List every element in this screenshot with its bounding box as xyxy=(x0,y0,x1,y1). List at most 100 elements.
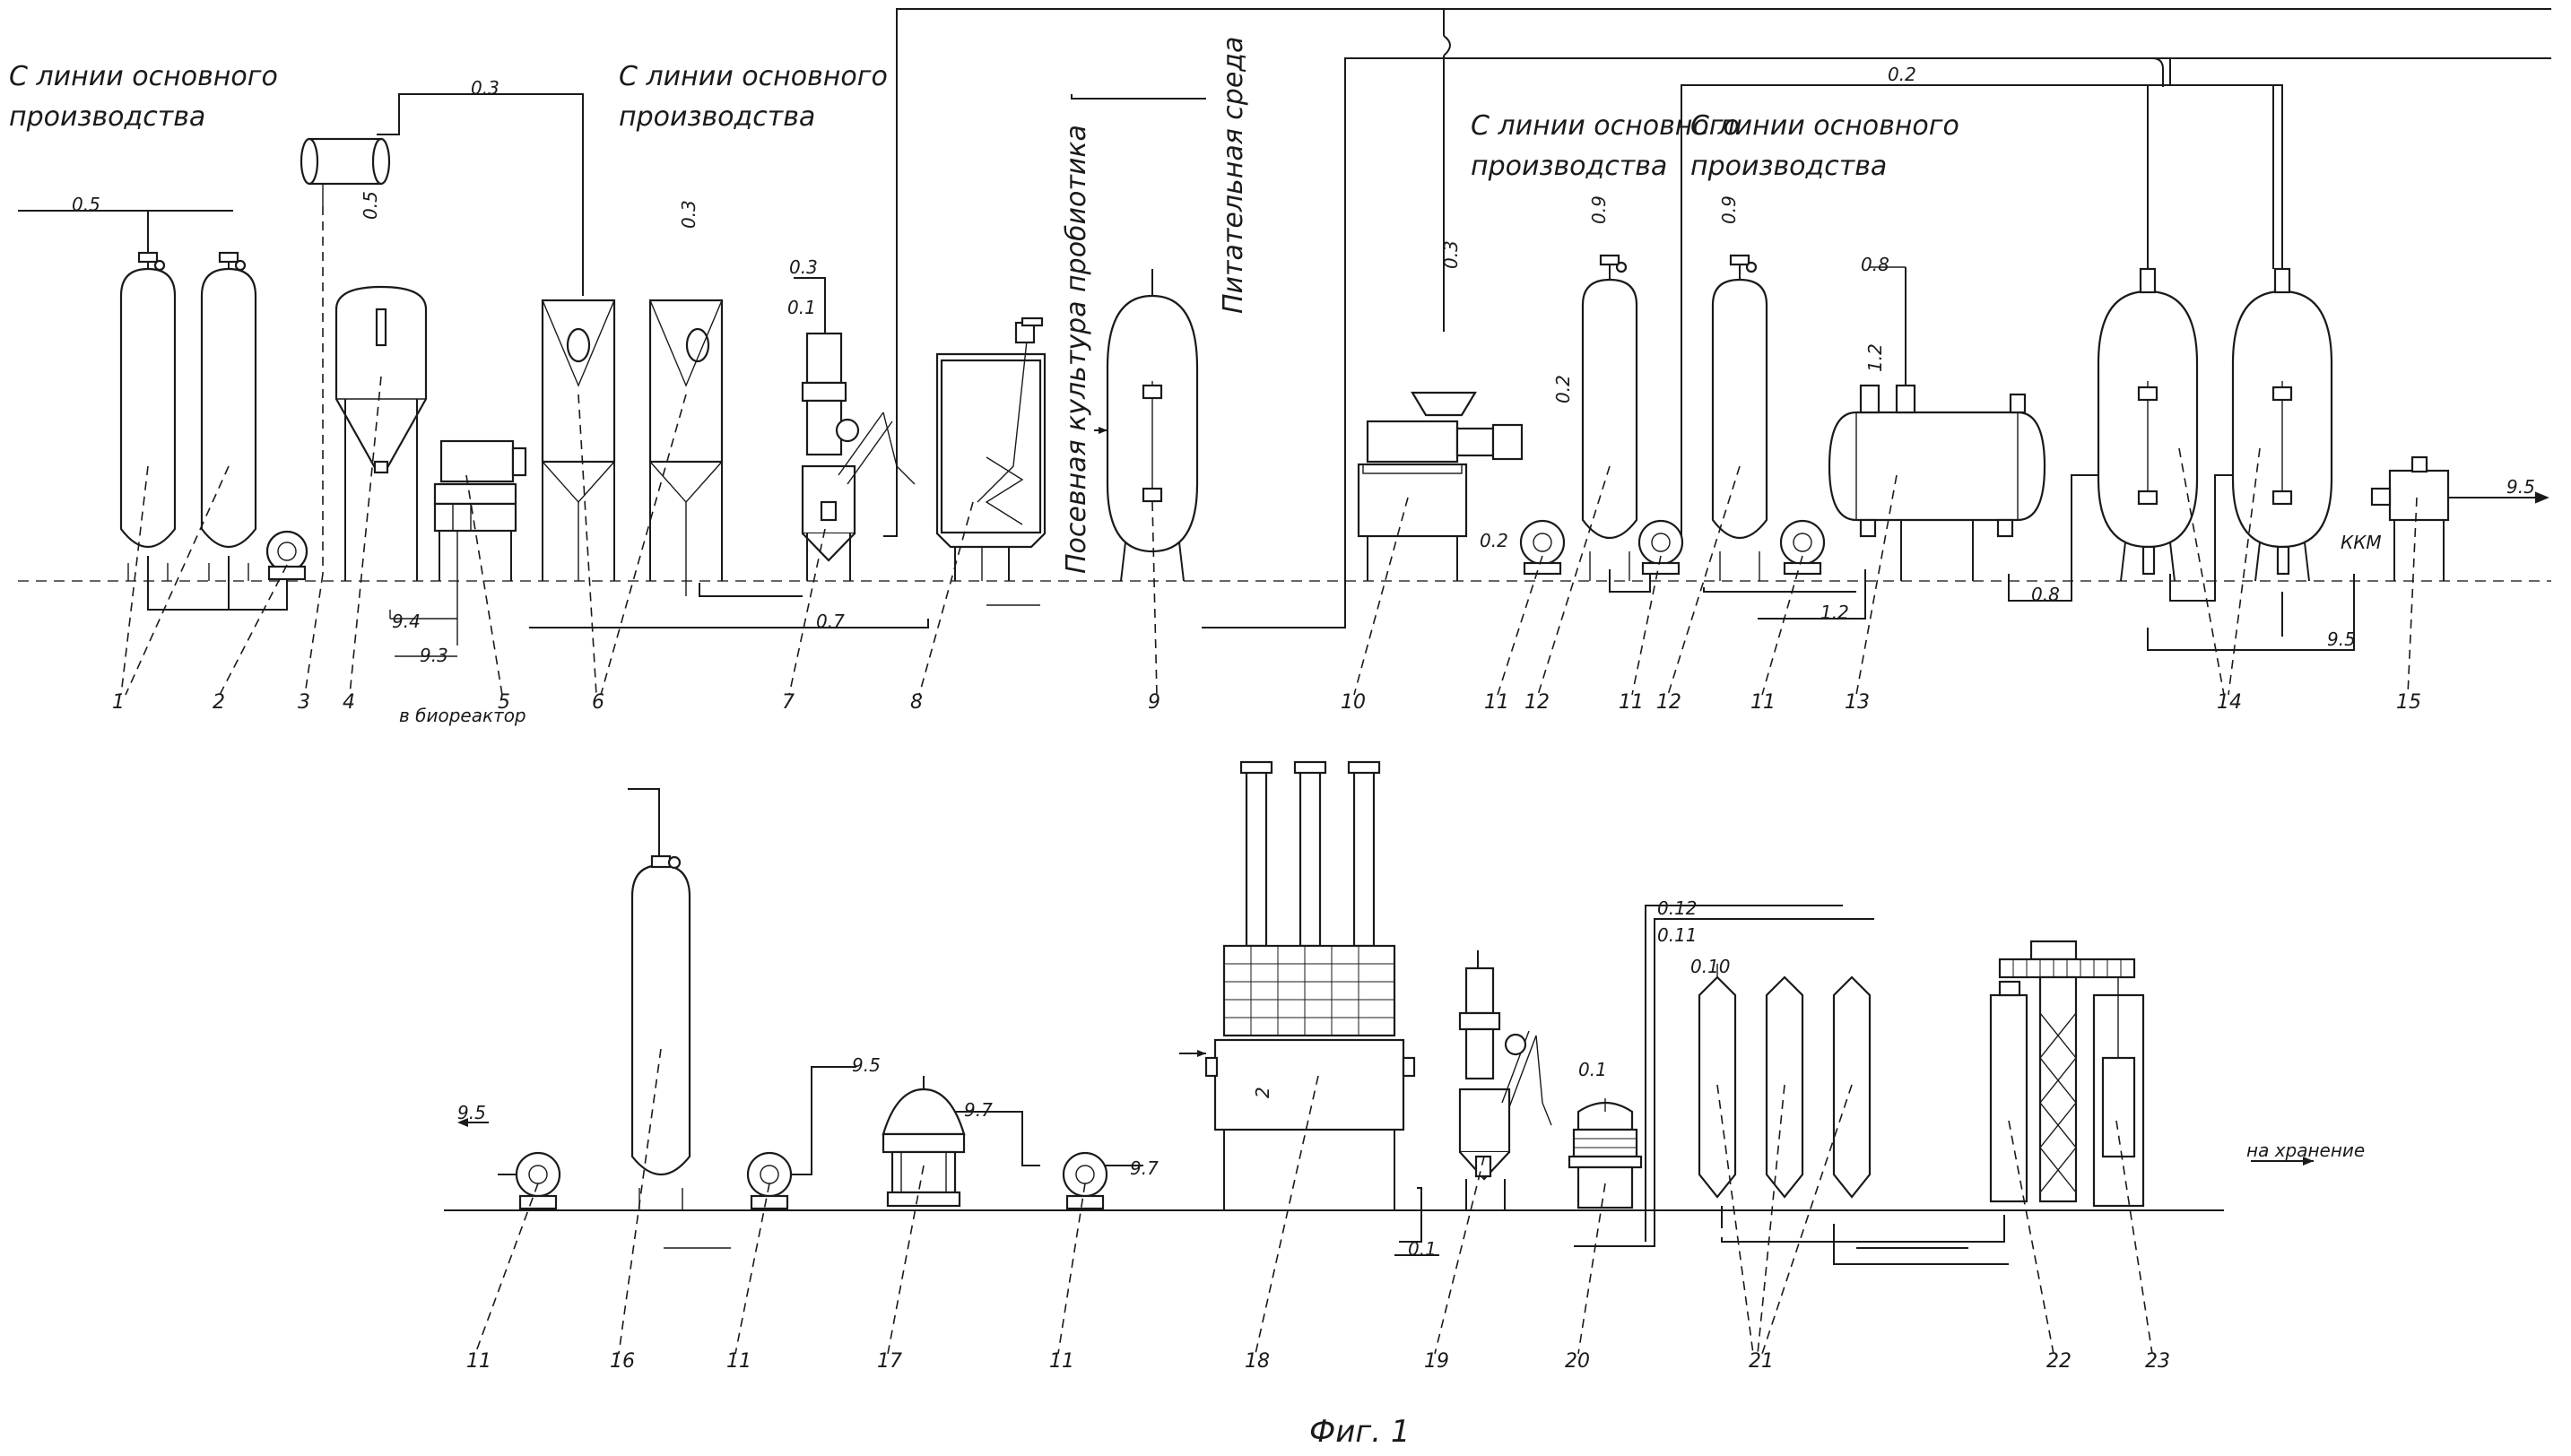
unit-18-dryer xyxy=(1179,760,1416,1210)
position-number: 13 xyxy=(1845,691,1870,714)
position-number: 1 xyxy=(112,691,125,714)
code-label: 0.9 xyxy=(1588,195,1610,224)
unit-6-dryers xyxy=(541,299,724,596)
position-numbers: 1 2 3 4 5 6 7 8 9 10 11 12 11 12 11 13 1… xyxy=(112,691,2421,1373)
pump-11d xyxy=(498,1151,561,1210)
code-label: 0.7 xyxy=(816,611,845,632)
code-label: 9.5 xyxy=(2506,476,2535,498)
unit-21-silos xyxy=(1698,964,1872,1199)
note-to-storage: на хранение xyxy=(2246,1140,2365,1161)
code-label: 1.2 xyxy=(1820,602,1849,623)
code-label: 0.5 xyxy=(72,194,100,215)
position-number: 16 xyxy=(610,1350,635,1373)
stack-3 xyxy=(1347,760,1381,948)
unit-10-granulator xyxy=(1357,391,1524,581)
code-label: 0.12 xyxy=(1657,897,1698,919)
code-label: 9.7 xyxy=(964,1099,993,1121)
pipe-network-top xyxy=(18,8,2551,651)
position-number: 12 xyxy=(1524,691,1550,714)
unit-5-mixer xyxy=(389,439,527,657)
tank-12b xyxy=(1711,254,1768,581)
tank-1b xyxy=(200,251,257,581)
code-label: 0.2 xyxy=(1480,530,1508,551)
pump-11a xyxy=(1519,519,1566,576)
code-label: 9.4 xyxy=(392,611,421,632)
code-label: 9.5 xyxy=(852,1054,881,1076)
unit-16-tank xyxy=(630,854,691,1210)
unit-17-centrifuge xyxy=(882,1076,966,1208)
position-number: 10 xyxy=(1341,691,1366,714)
note-seed-culture: Посевная культура пробиотика xyxy=(1061,125,1092,574)
note-kkm: ККМ xyxy=(2341,532,2382,553)
position-number: 6 xyxy=(592,691,604,714)
code-label: 0.3 xyxy=(678,200,699,229)
position-number: 12 xyxy=(1656,691,1681,714)
unit-2-blower xyxy=(265,530,308,581)
position-number: 14 xyxy=(2217,691,2242,714)
unit-8-mixing-tank xyxy=(935,316,1047,606)
code-label: 0.11 xyxy=(1657,924,1698,946)
code-label: 0.1 xyxy=(787,297,816,318)
pipe-network-bottom xyxy=(457,788,2314,1265)
code-label: 0.3 xyxy=(471,77,499,99)
note-main-line-2: С линии основного производства xyxy=(619,61,896,133)
position-number: 8 xyxy=(910,691,923,714)
position-number: 11 xyxy=(466,1350,491,1373)
figure-caption: Фиг. 1 xyxy=(1309,1414,1410,1450)
position-number: 21 xyxy=(1749,1350,1774,1373)
position-number: 15 xyxy=(2396,691,2421,714)
position-number: 19 xyxy=(1424,1350,1449,1373)
unit-14-reactors xyxy=(2097,267,2333,582)
dryer-6b xyxy=(648,299,724,596)
position-number: 5 xyxy=(498,691,510,714)
code-label: 0.8 xyxy=(1861,254,1889,275)
position-number: 17 xyxy=(877,1350,902,1373)
position-number: 18 xyxy=(1245,1350,1270,1373)
pump-11c xyxy=(1779,519,1826,576)
position-number: 3 xyxy=(298,691,310,714)
reactor-14b xyxy=(2231,267,2333,582)
code-label: 0.8 xyxy=(2031,584,2060,605)
unit-1-storage-tanks xyxy=(119,251,257,581)
pump-11b xyxy=(1637,519,1684,576)
position-number: 2 xyxy=(213,691,225,714)
position-leaders xyxy=(120,376,2418,1355)
code-label: 0.5 xyxy=(360,191,381,220)
note-main-line-3: С линии основного производства xyxy=(1471,110,1748,182)
code-label: 9.3 xyxy=(420,645,448,666)
code-label: 0.3 xyxy=(1440,240,1462,269)
tank-12a xyxy=(1581,254,1638,581)
note-main-line-4: С линии основного производства xyxy=(1690,110,1967,182)
code-label: 0.3 xyxy=(789,256,818,278)
unit-4-bunker xyxy=(334,285,428,581)
note-main-line-2-line2: производства xyxy=(619,101,815,133)
code-label: 0.2 xyxy=(1888,64,1916,85)
position-number: 11 xyxy=(1619,691,1644,714)
note-main-line-3-line2: производства xyxy=(1471,151,1667,182)
code-label: 9.5 xyxy=(457,1102,486,1123)
position-number: 4 xyxy=(343,691,355,714)
unit-9-fermenter xyxy=(1094,269,1199,582)
code-label: 9.5 xyxy=(2327,628,2356,650)
unit-7-mill xyxy=(801,332,916,581)
note-nutrient-medium: Питательная среда xyxy=(1218,37,1249,314)
position-number: 11 xyxy=(726,1350,751,1373)
tank-1a xyxy=(119,251,177,581)
code-label: 0.10 xyxy=(1690,956,1731,977)
text-notes: С линии основного производства С линии о… xyxy=(9,37,2382,1450)
code-label: 9.7 xyxy=(1130,1157,1159,1179)
position-number: 11 xyxy=(1049,1350,1074,1373)
position-number: 22 xyxy=(2046,1350,2072,1373)
unit-3-heat-exchanger xyxy=(300,137,391,574)
unit-15-separator xyxy=(2370,455,2450,581)
position-number: 11 xyxy=(1750,691,1776,714)
position-number: 20 xyxy=(1565,1350,1590,1373)
pump-11f xyxy=(1062,1151,1108,1210)
note-to-bioreactor: в биореактор xyxy=(399,705,526,726)
position-number: 11 xyxy=(1484,691,1509,714)
code-label: 0.1 xyxy=(1408,1238,1437,1260)
code-label: 0.1 xyxy=(1578,1059,1607,1080)
unit-19-mill xyxy=(1458,950,1552,1210)
code-label: 2 xyxy=(1252,1087,1273,1098)
